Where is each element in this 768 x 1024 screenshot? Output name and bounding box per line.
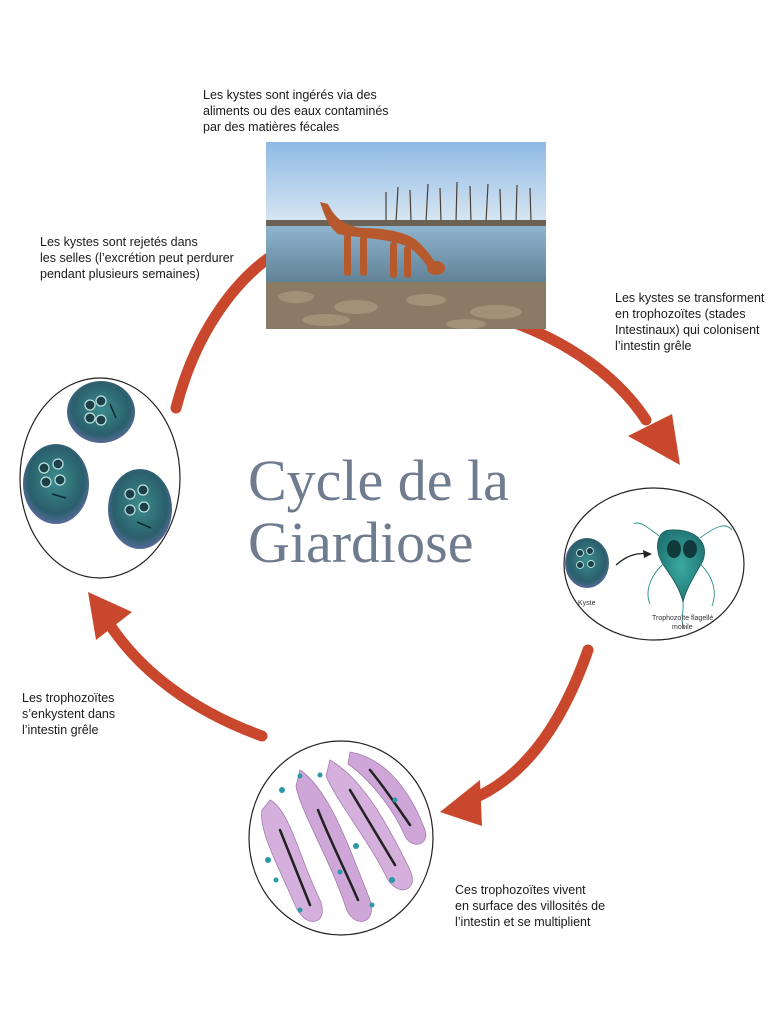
caption-transformation-line-3: Intestinaux) qui colonisent <box>615 323 760 337</box>
title-line-2: Giardiose <box>248 510 474 575</box>
dog-drinking-photo <box>266 142 546 329</box>
trophozoite-label-line2: mobile <box>672 624 693 631</box>
small-cyst <box>565 538 609 588</box>
arrow-head-transformation <box>440 780 482 826</box>
caption-excretion-line-1: Les kystes sont rejetés dans <box>40 235 198 249</box>
caption-multiplication-line-3: l’intestin et se multiplient <box>455 915 591 929</box>
caption-transformation-line-2: en trophozoïtes (stades <box>615 307 746 321</box>
caption-ingestion-line-2: aliments ou des eaux contaminés <box>203 104 389 118</box>
caption-multiplication-line-1: Ces trophozoïtes vivent <box>455 883 586 897</box>
caption-transformation-line-1: Les kystes se transforment <box>615 291 765 305</box>
caption-transformation-line-4: l’intestin grêle <box>615 339 692 353</box>
arrow-head-ingestion <box>628 414 680 465</box>
caption-multiplication-line-2: en surface des villosités de <box>455 899 606 913</box>
caption-enkystement-line-3: l’intestin grêle <box>22 723 99 737</box>
cysts-circle <box>19 377 181 579</box>
caption-ingestion: Les kystes sont ingérés via des aliments… <box>203 87 389 135</box>
dog <box>320 202 445 278</box>
caption-enkystement-line-1: Les trophozoïtes <box>22 691 115 705</box>
trees <box>385 181 532 223</box>
kyste-label: Kyste <box>578 600 596 607</box>
caption-ingestion-line-1: Les kystes sont ingérés via des <box>203 88 377 102</box>
villi-circle <box>248 740 434 936</box>
caption-excretion-line-3: pendant plusieurs semaines) <box>40 267 200 281</box>
caption-enkystement: Les trophozoïtes s’enkystent dans l’inte… <box>22 690 115 738</box>
cyst-right <box>108 469 172 549</box>
caption-multiplication: Ces trophozoïtes vivent en surface des v… <box>455 882 605 930</box>
cyst-left <box>23 444 89 524</box>
arrow-head-multiplication <box>88 592 132 640</box>
caption-ingestion-line-3: par des matières fécales <box>203 120 340 134</box>
caption-excretion: Les kystes sont rejetés dans les selles … <box>40 234 234 282</box>
arrow-multiplication-to-enkystement <box>104 619 268 742</box>
transformation-circle: Kyste Trophozoïte flagellé mobile <box>563 487 745 641</box>
title-line-1: Cycle de la <box>248 448 509 513</box>
caption-transformation: Les kystes se transforment en trophozoït… <box>615 290 764 354</box>
caption-enkystement-line-2: s’enkystent dans <box>22 707 116 721</box>
arrow-transformation-to-multiplication <box>464 644 594 806</box>
caption-excretion-line-2: les selles (l’excrétion peut perdurer <box>40 251 234 265</box>
diagram-title: Cycle de la Giardiose <box>248 450 509 574</box>
trophozoite <box>633 522 733 629</box>
trophozoite-label-line1: Trophozoïte flagellé <box>652 615 713 622</box>
cyst-top <box>67 381 135 443</box>
